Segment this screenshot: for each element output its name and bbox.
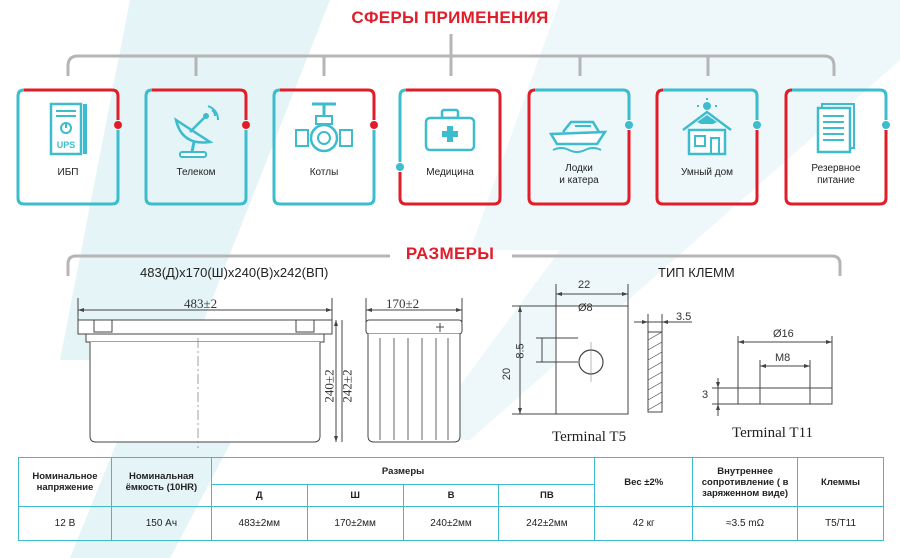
table-row: 12 В 150 Ач 483±2мм 170±2мм 240±2мм 242±… bbox=[18, 506, 884, 541]
card-frame bbox=[144, 88, 250, 206]
side-width-label: 170±2 bbox=[386, 296, 420, 311]
t5-hole-label: Ø8 bbox=[578, 302, 593, 314]
card-frame bbox=[16, 88, 122, 206]
t11-bolt-label: M8 bbox=[775, 352, 791, 364]
t11-outer-label: Ø16 bbox=[773, 328, 794, 340]
cell-voltage: 12 В bbox=[18, 506, 112, 541]
card-telecom: Телеком bbox=[144, 88, 250, 206]
card-label-boats: Лодки и катера bbox=[559, 163, 599, 186]
header-terminals: Клеммы bbox=[797, 457, 884, 507]
boat-icon bbox=[549, 120, 608, 153]
header-width: Ш bbox=[306, 484, 404, 507]
cell-total-height: 242±2мм bbox=[498, 506, 596, 541]
header-voltage: Номинальное напряжение bbox=[18, 457, 112, 507]
first-aid-kit-icon bbox=[424, 108, 476, 152]
card-boats: Лодки и катера bbox=[527, 88, 633, 206]
t5-thickness-label: 3.5 bbox=[676, 311, 692, 323]
t11-height-label: 3 bbox=[702, 389, 709, 401]
header-total-height: ПВ bbox=[498, 484, 596, 507]
card-label-smart-home: Умный дом bbox=[680, 167, 734, 178]
battery-size-caption: 483(Д)x170(Ш)x240(В)x242(ВП) bbox=[140, 265, 329, 280]
terminal-type-caption: ТИП КЛЕММ bbox=[658, 265, 735, 280]
satellite-dish-icon bbox=[174, 105, 219, 158]
card-smart-home: Умный дом bbox=[655, 88, 761, 206]
header-resistance: Внутреннее сопротивление ( в заряженном … bbox=[692, 457, 799, 507]
cell-resistance: ≈3.5 mΩ bbox=[692, 506, 799, 541]
cell-length: 483±2мм bbox=[210, 506, 308, 541]
dimensions-title: РАЗМЕРЫ bbox=[405, 244, 495, 263]
card-ups: UPS ИБП bbox=[16, 88, 122, 206]
terminal-t5-drawing bbox=[512, 284, 692, 415]
battery-front-drawing bbox=[77, 298, 343, 448]
document-stack-icon bbox=[816, 103, 855, 154]
card-frame bbox=[655, 88, 761, 206]
spec-table: Номинальное напряжение Номинальная ёмкос… bbox=[18, 457, 884, 541]
card-label-boilers: Котлы bbox=[309, 167, 339, 178]
card-frame bbox=[272, 88, 378, 206]
terminal-t5-name: Terminal T5 bbox=[552, 429, 627, 445]
card-label-medicine: Медицина bbox=[426, 167, 474, 178]
terminal-t11-name: Terminal T11 bbox=[732, 425, 814, 441]
card-boilers: Котлы bbox=[272, 88, 378, 206]
solar-house-icon bbox=[682, 98, 732, 156]
card-label-backup-power: Резервное питание bbox=[811, 163, 861, 186]
card-medicine: Медицина bbox=[396, 88, 502, 206]
card-label-telecom: Телеком bbox=[176, 167, 216, 178]
ups-badge: UPS bbox=[57, 140, 76, 150]
header-height: В bbox=[402, 484, 500, 507]
applications-bracket bbox=[66, 34, 836, 76]
height-240-label: 240±2 bbox=[321, 369, 337, 403]
cell-height: 240±2мм bbox=[402, 506, 500, 541]
card-frame bbox=[527, 88, 633, 206]
t5-offset-label: 8.5 bbox=[514, 343, 527, 359]
t5-width-label: 22 bbox=[578, 279, 591, 291]
applications-title: СФЕРЫ ПРИМЕНЕНИЯ bbox=[351, 8, 549, 27]
terminal-t11-drawing bbox=[712, 336, 833, 416]
ups-icon: UPS bbox=[49, 102, 87, 156]
header-weight: Вес ±2% bbox=[594, 457, 694, 507]
t5-height-label: 20 bbox=[501, 367, 514, 381]
header-length: Д bbox=[210, 484, 308, 507]
dimensions-bracket bbox=[66, 254, 842, 276]
header-capacity: Номинальная ёмкость (10HR) bbox=[110, 457, 212, 507]
header-sizes: Размеры bbox=[210, 457, 596, 485]
boiler-pipe-icon bbox=[295, 102, 353, 153]
card-backup-power: Резервное питание bbox=[784, 88, 890, 206]
cell-width: 170±2мм bbox=[306, 506, 404, 541]
card-label-ups: ИБП bbox=[57, 167, 79, 178]
cell-weight: 42 кг bbox=[594, 506, 694, 541]
height-242-label: 242±2 bbox=[339, 369, 355, 403]
front-width-label: 483±2 bbox=[184, 296, 218, 311]
card-frame bbox=[784, 88, 890, 206]
card-frame bbox=[396, 88, 502, 206]
battery-side-drawing bbox=[365, 298, 463, 443]
cell-capacity: 150 Ач bbox=[110, 506, 212, 541]
cell-terminals: T5/T11 bbox=[797, 506, 884, 541]
